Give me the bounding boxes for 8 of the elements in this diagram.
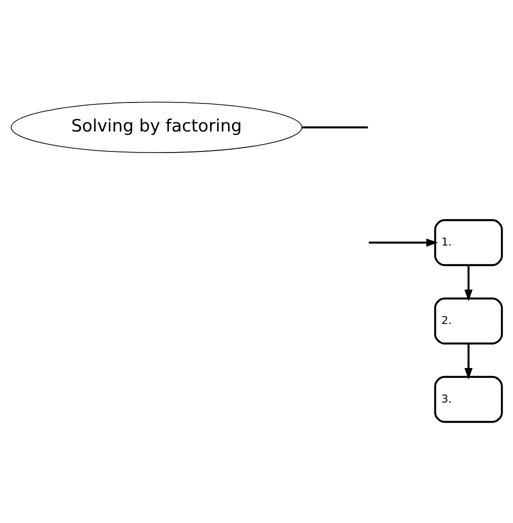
connector [302,126,368,128]
node-box: 3. [434,375,503,422]
arrow [368,238,438,246]
node-box: 1. [434,218,503,266]
node-box: 2. [434,297,503,344]
arrow [464,264,473,301]
node-ellipse: Solving by factoring [10,101,302,152]
arrow [464,343,473,380]
